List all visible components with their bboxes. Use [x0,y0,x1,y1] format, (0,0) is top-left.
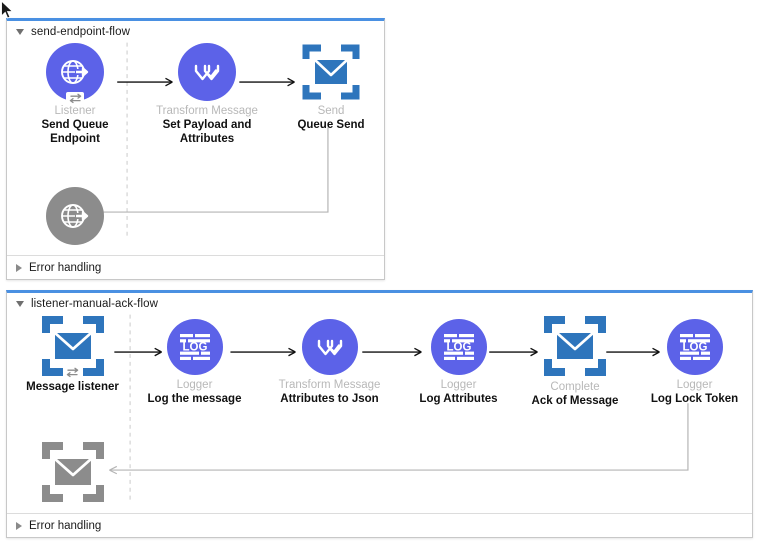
envelope-bracket-icon [544,316,606,376]
error-handling-footer[interactable]: Error handling [7,255,384,279]
node-name-label: Log Lock Token [650,393,739,405]
node-ack-of-message[interactable]: Complete Ack of Message [515,315,635,408]
triangle-down-icon[interactable] [16,301,24,307]
node-icon[interactable] [302,43,360,101]
node-icon[interactable] [46,187,104,245]
node-name-label: Queue Send [297,119,365,131]
node-icon[interactable] [41,441,104,503]
error-handling-label: Error handling [29,519,102,532]
svg-text:LOG: LOG [682,342,707,354]
node-error-source[interactable] [20,187,130,245]
node-type-label: Transform Message [156,105,258,117]
node-name-label: Attributes to Json [280,393,379,405]
node-queue-send[interactable]: Send Queue Send [276,43,386,132]
node-type-label: Logger [176,379,213,391]
svg-text:LOG: LOG [446,342,471,354]
flow-header[interactable]: listener-manual-ack-flow [7,293,158,315]
transform-check-icon [317,339,342,356]
error-handling-footer[interactable]: Error handling [7,513,752,537]
node-name-label: Set Payload and Attributes [162,119,252,145]
triangle-right-icon[interactable] [16,263,22,272]
node-error-source[interactable] [15,441,130,503]
log-icon: LOG [179,334,210,360]
transform-check-icon [194,64,220,81]
node-icon[interactable]: LOG [430,319,487,375]
globe-arrow-icon [61,60,89,84]
node-name-label: Ack of Message [531,395,619,407]
node-icon[interactable] [41,315,104,379]
node-type-label: Send [317,105,345,117]
node-icon[interactable] [46,43,104,105]
node-icon[interactable] [301,319,358,375]
node-log-the-message[interactable]: LOG Logger Log the message [137,319,252,406]
node-type-label: Complete [550,381,600,393]
envelope-bracket-icon [41,316,104,376]
log-icon: LOG [443,334,474,360]
node-icon[interactable] [178,43,236,101]
flow-header[interactable]: send-endpoint-flow [7,21,130,43]
flow-container-listener-manual-ack-flow[interactable]: listener-manual-ack-flow [6,290,753,538]
node-name-label: Send Queue Endpoint [41,119,109,145]
node-log-lock-token[interactable]: LOG Logger Log Lock Token [637,319,752,406]
node-set-payload-and-attributes[interactable]: Transform Message Set Payload and Attrib… [152,43,262,146]
node-send-queue-endpoint[interactable]: Listener Send Queue Endpoint [20,43,130,146]
node-log-attributes[interactable]: LOG Logger Log Attributes [401,319,516,406]
triangle-down-icon[interactable] [16,29,24,35]
exchange-arrows-icon [63,366,82,379]
log-icon: LOG [679,334,710,360]
node-icon[interactable]: LOG [166,319,223,375]
node-message-listener[interactable]: Message listener [15,315,130,394]
flow-title: send-endpoint-flow [31,26,130,38]
node-name-label: Message listener [26,381,119,393]
envelope-bracket-icon [41,442,104,502]
node-type-label: Transform Message [278,379,381,391]
exchange-arrows-icon [66,92,84,105]
node-attributes-to-json[interactable]: Transform Message Attributes to Json [272,319,387,406]
node-type-label: Logger [440,379,477,391]
envelope-bracket-icon [302,44,360,100]
node-type-label: Listener [54,105,96,117]
mouse-pointer-icon [1,0,14,19]
flow-container-send-endpoint-flow[interactable]: send-endpoint-flow [6,18,385,280]
globe-arrow-icon [61,204,89,228]
svg-text:LOG: LOG [182,342,207,354]
triangle-right-icon[interactable] [16,521,22,530]
node-name-label: Log the message [147,393,242,405]
node-type-label: Logger [676,379,713,391]
node-name-label: Log Attributes [419,393,498,405]
flow-title: listener-manual-ack-flow [31,298,159,310]
node-icon[interactable] [544,315,606,377]
node-icon[interactable]: LOG [666,319,723,375]
error-handling-label: Error handling [29,261,102,274]
